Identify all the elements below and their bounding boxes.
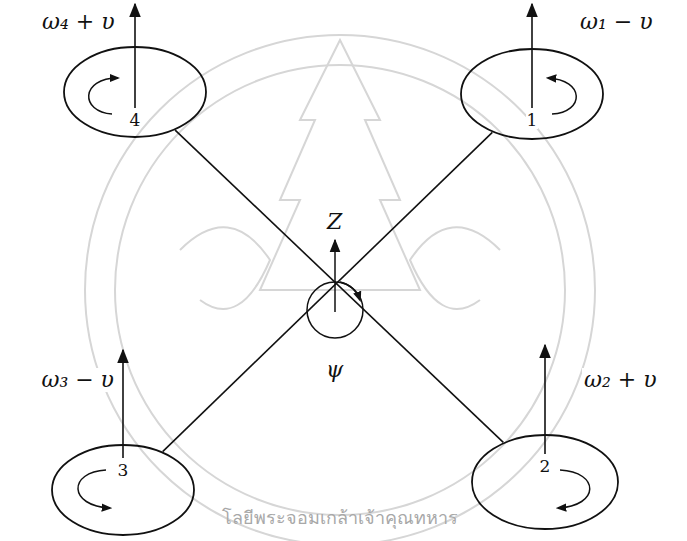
rotor-number: 2 xyxy=(539,458,552,475)
rotor-disc: 1 xyxy=(460,48,604,140)
rotor-disc: 2 xyxy=(471,434,619,530)
rotor-speed-label: ω₄ + υ xyxy=(40,10,117,34)
yaw-indicator xyxy=(307,240,363,338)
rotor-number: 4 xyxy=(129,112,142,129)
rotor-outline xyxy=(471,434,619,530)
watermark-text: โลยีพระจอมเกล้าเจ้าคุณทหาร xyxy=(220,508,460,528)
rotor-speed-label: ω₂ + υ xyxy=(582,368,659,392)
rotation-arrow xyxy=(78,78,590,508)
watermark-emblem xyxy=(85,35,595,541)
rotor-speed-label: ω₃ − υ xyxy=(39,368,116,392)
rotor-disc: 3 xyxy=(51,444,195,536)
axis-label: Z xyxy=(325,210,344,234)
rotor-arm xyxy=(175,130,503,442)
rotor-outline xyxy=(51,444,195,536)
rotor-speed-label: ω₁ − υ xyxy=(578,10,655,34)
rotor-arm xyxy=(163,132,493,451)
rotor-number: 3 xyxy=(117,462,130,479)
thrust-arrow xyxy=(123,4,545,458)
rotor-number: 1 xyxy=(526,112,539,129)
axis-label: ψ xyxy=(324,358,345,382)
rotor-disc: 4 xyxy=(63,46,207,138)
